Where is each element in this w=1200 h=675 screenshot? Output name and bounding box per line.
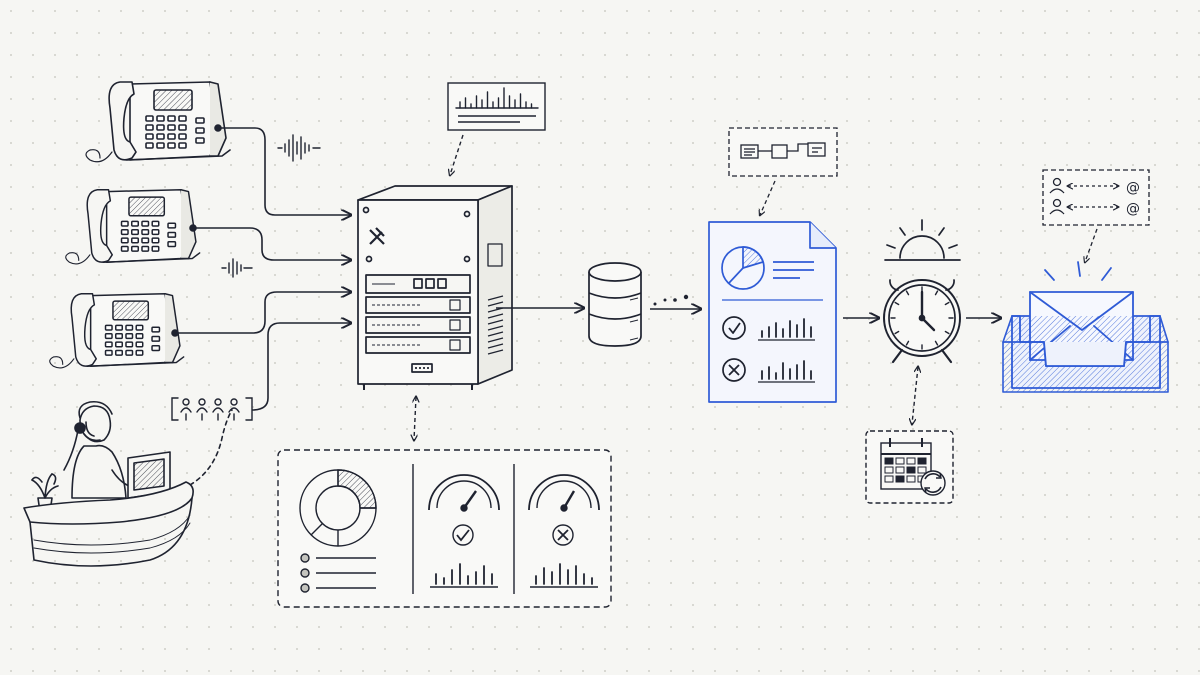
clock-calendar-link — [912, 367, 918, 424]
server-icon — [357, 185, 513, 390]
user-icon — [1049, 177, 1065, 194]
database-to-report-arrow — [650, 294, 700, 309]
gauge-icon — [528, 474, 600, 512]
at-sign-icon: @ — [1126, 201, 1140, 217]
dashboard-panel-icon — [277, 449, 612, 608]
check-circle-icon — [452, 524, 474, 546]
pie-chart-icon — [721, 246, 765, 290]
sound-wave-icon — [221, 258, 253, 278]
donut-chart-icon — [299, 469, 377, 547]
desk-phone-icon — [85, 81, 231, 163]
contact-mapping-box: @ @ — [1042, 169, 1150, 262]
desk-phone-icon — [65, 188, 201, 265]
x-circle-icon — [552, 524, 574, 546]
alarm-clock-icon — [883, 219, 961, 364]
user-icon — [1049, 198, 1065, 215]
gauge-icon — [428, 474, 500, 512]
database-icon — [588, 262, 642, 347]
report-document-icon — [708, 221, 837, 403]
desk-phone-icon — [49, 292, 185, 369]
mail-inbox-icon — [1002, 261, 1169, 393]
server-dashboard-link — [414, 397, 416, 440]
sound-wave-icon — [277, 134, 321, 162]
agent-group-icon — [171, 397, 253, 421]
waveform-chart-icon — [447, 82, 546, 175]
call-center-agent-icon — [23, 400, 233, 567]
calendar-sync-icon — [865, 430, 954, 504]
phone-to-server-connectors — [171, 124, 350, 411]
at-sign-icon: @ — [1126, 180, 1140, 196]
workflow-icon — [728, 127, 838, 215]
